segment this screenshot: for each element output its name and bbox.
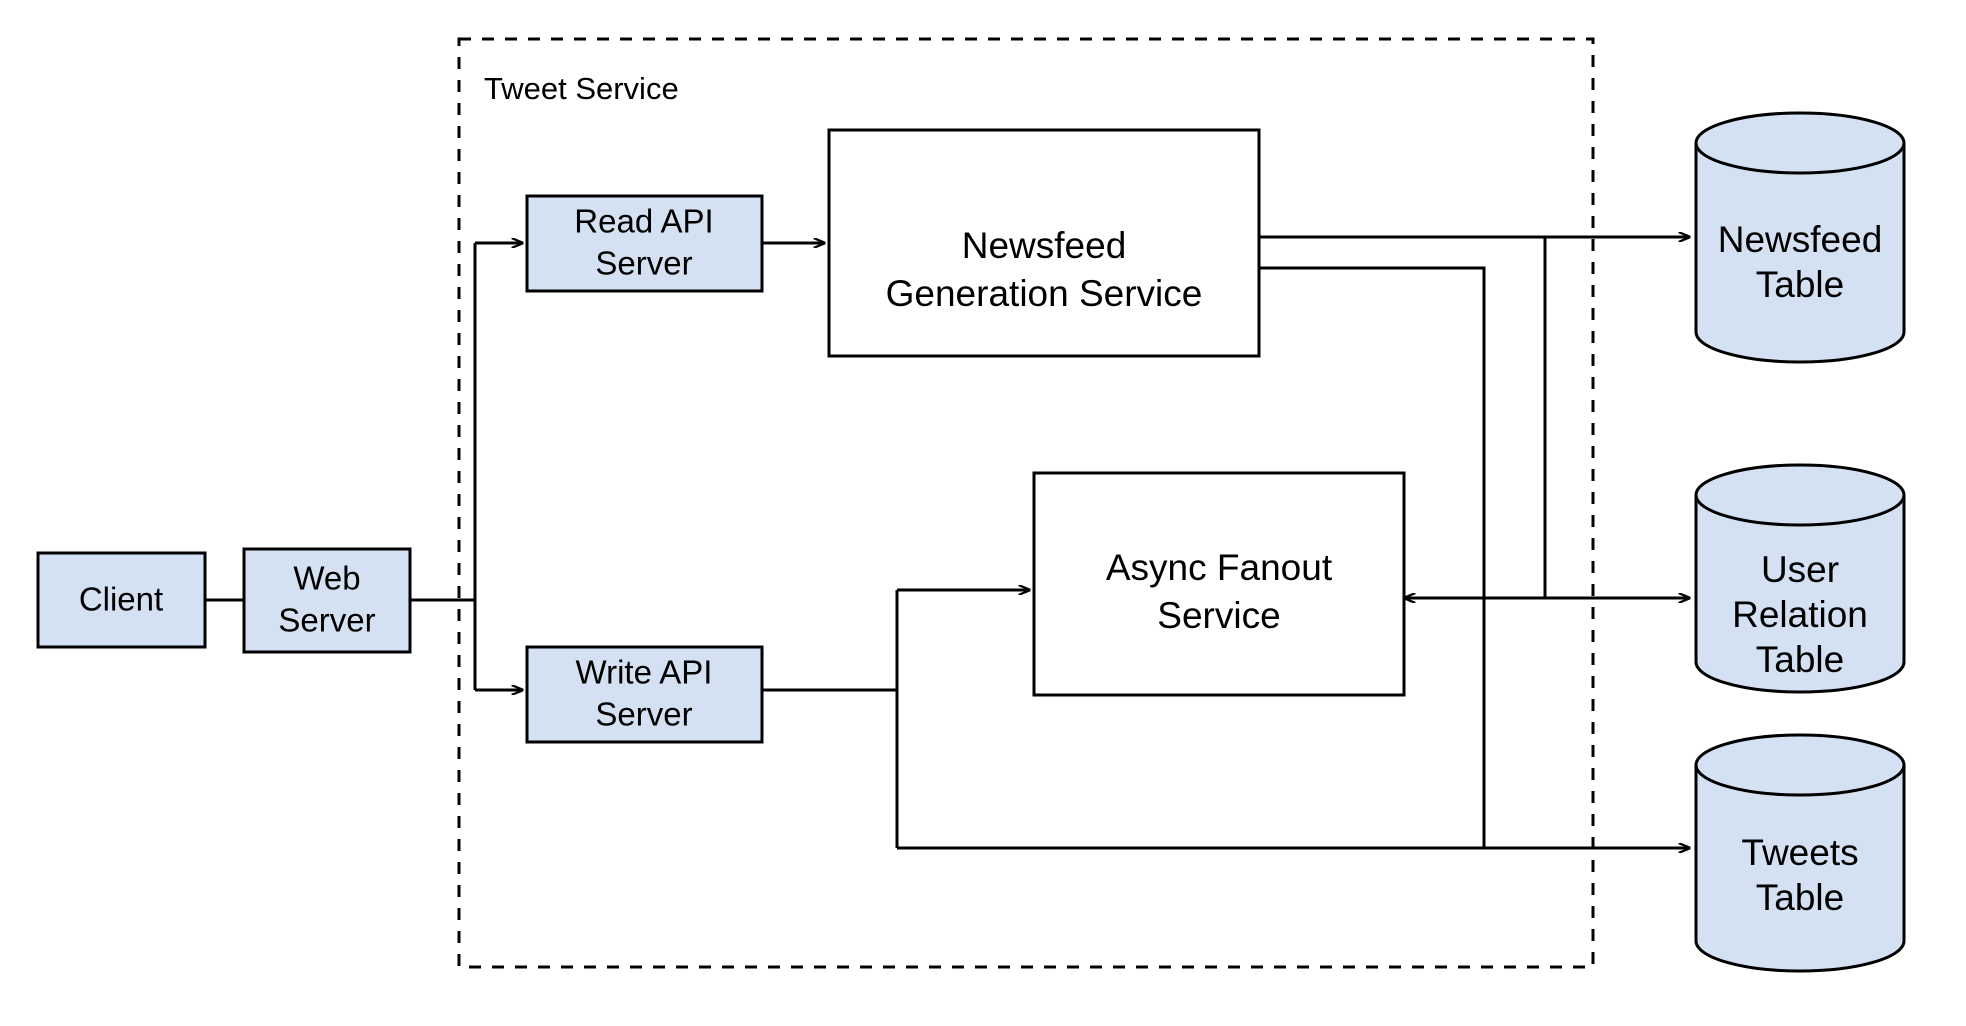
write-api-server-label-line2: Server	[595, 696, 692, 733]
user-relation-table-label-line2: Relation	[1732, 594, 1868, 635]
user-relation-table-label-line1: User	[1761, 549, 1839, 590]
client-box[interactable]	[36, 551, 207, 649]
tweets-table-cylinder-body[interactable]	[1694, 763, 1906, 973]
edge-newsfeed-service-to-tweets-table	[1259, 266, 1690, 848]
tweet-service-boundary-rect	[457, 37, 1595, 969]
newsfeed-table-label-line1: Newsfeed	[1718, 219, 1883, 260]
node-client[interactable]: Client	[36, 551, 207, 649]
write-api-server-box[interactable]	[525, 645, 764, 744]
tweets-table-cylinder-top	[1694, 733, 1906, 797]
newsfeed-generation-service-box[interactable]	[827, 128, 1261, 358]
client-label: Client	[79, 581, 163, 618]
user-relation-table-cylinder-body[interactable]	[1694, 493, 1906, 694]
async-fanout-service-box[interactable]	[1032, 471, 1406, 697]
tweet-service-boundary: Tweet Service	[457, 37, 1595, 969]
read-api-server-box[interactable]	[525, 194, 764, 293]
node-newsfeed-generation-service[interactable]: Newsfeed Generation Service	[827, 128, 1261, 358]
newsfeed-table-cylinder-top	[1694, 111, 1906, 175]
web-server-label-line2: Server	[278, 602, 375, 639]
tweets-table-label-line1: Tweets	[1741, 832, 1858, 873]
node-user-relation-table[interactable]: User Relation Table	[1694, 463, 1906, 694]
async-fanout-service-label-line1: Async Fanout	[1106, 547, 1333, 588]
connectors	[205, 237, 1690, 848]
tweets-table-label-line2: Table	[1756, 877, 1844, 918]
web-server-label-line1: Web	[293, 560, 360, 597]
read-api-server-label-line1: Read API	[574, 203, 713, 240]
newsfeed-table-cylinder-body[interactable]	[1694, 141, 1906, 364]
node-async-fanout-service[interactable]: Async Fanout Service	[1032, 471, 1406, 697]
user-relation-table-cylinder-top	[1694, 463, 1906, 527]
node-web-server[interactable]: Web Server	[242, 547, 412, 654]
web-server-box[interactable]	[242, 547, 412, 654]
user-relation-table-label-line3: Table	[1756, 639, 1844, 680]
tweet-service-boundary-label: Tweet Service	[484, 71, 679, 106]
async-fanout-service-label-line2: Service	[1157, 595, 1280, 636]
newsfeed-table-label-line2: Table	[1756, 264, 1844, 305]
newsfeed-generation-service-label-line1: Newsfeed	[962, 225, 1127, 266]
read-api-server-label-line2: Server	[595, 245, 692, 282]
node-write-api-server[interactable]: Write API Server	[525, 645, 764, 744]
write-api-server-label-line1: Write API	[576, 654, 713, 691]
node-newsfeed-table[interactable]: Newsfeed Table	[1694, 111, 1906, 364]
node-read-api-server[interactable]: Read API Server	[525, 194, 764, 293]
node-tweets-table[interactable]: Tweets Table	[1694, 733, 1906, 973]
newsfeed-generation-service-label-line2: Generation Service	[886, 273, 1203, 314]
